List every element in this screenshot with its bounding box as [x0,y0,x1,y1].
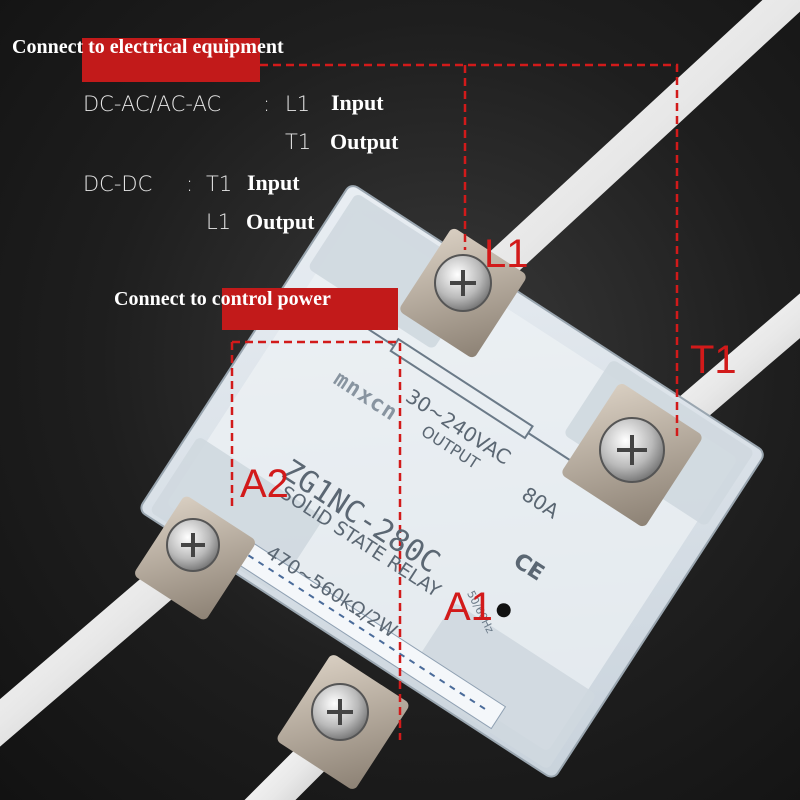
terminal-screw-a1 [277,655,409,789]
row1-separator: : [263,92,271,116]
equipment-title: Connect to electrical equipment [12,36,284,58]
terminal-label-t1: T1 [690,338,737,382]
row2-terminal: T1 [285,130,312,154]
terminal-label-l1: L1 [484,232,529,276]
row3-mode: DC-DC [83,172,153,196]
row4-role: Output [246,209,315,234]
terminal-screw-t1 [562,383,702,527]
row4-terminal: L1 [206,210,232,234]
control-title-bar [222,288,398,330]
row3-separator: : [186,172,194,196]
row2-role: Output [330,129,399,154]
equipment-title-bar [82,38,260,82]
row1-mode: DC-AC/AC-AC [83,92,222,116]
row1-terminal: L1 [285,92,311,116]
relay-body [140,185,764,778]
control-title: Connect to control power [114,288,331,310]
terminal-screw-l1 [400,228,526,358]
terminal-label-a2: A2 [240,462,289,506]
terminal-label-a1: A1 [444,585,493,629]
row3-role: Input [247,170,300,195]
row1-role: Input [331,90,384,115]
terminal-screw-a2 [135,496,255,620]
row3-terminal: T1 [206,172,233,196]
wiring-guide-lines [230,63,679,740]
